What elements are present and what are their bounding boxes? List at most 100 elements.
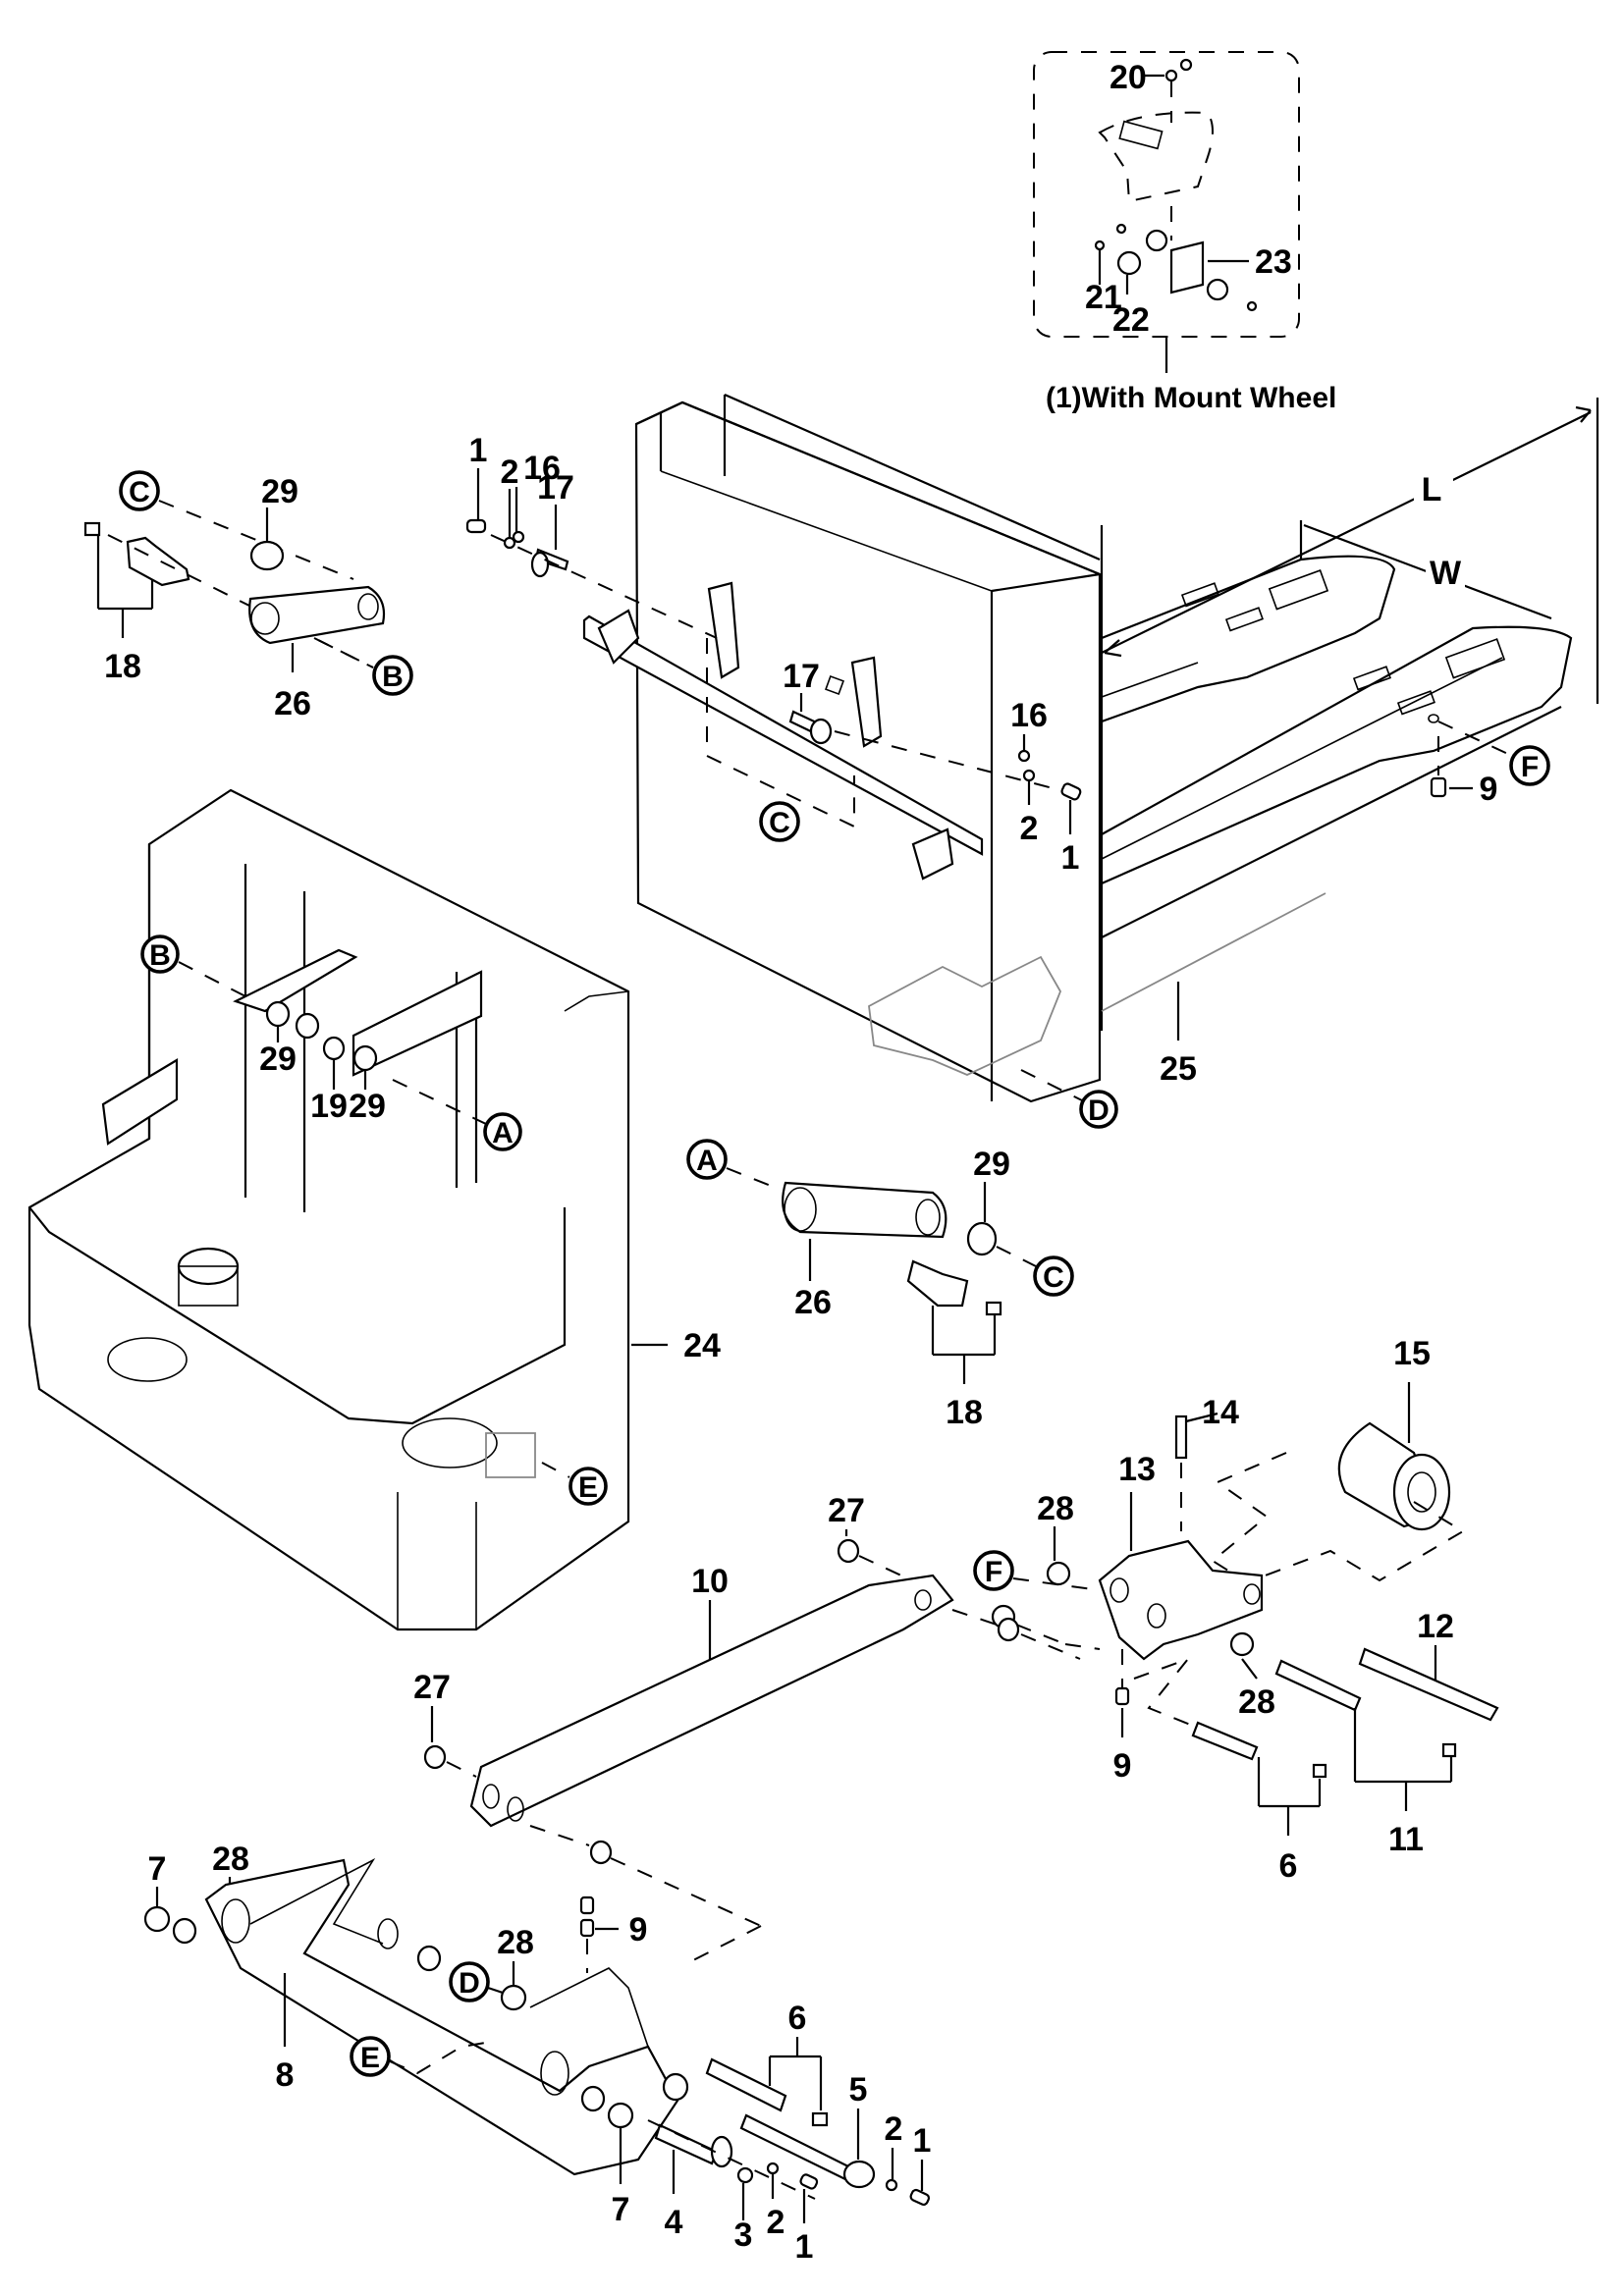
callout-9: 9 xyxy=(1480,771,1498,808)
axle-pin xyxy=(1358,1647,1499,1722)
callout-18: 18 xyxy=(104,648,141,685)
svg-text:D: D xyxy=(459,1967,480,2000)
lug-left xyxy=(707,581,740,679)
fork-left xyxy=(1101,555,1396,723)
callout-7: 7 xyxy=(148,1850,167,1888)
link-arm xyxy=(248,585,386,645)
callout-20: 20 xyxy=(1110,59,1147,96)
callout-29: 29 xyxy=(259,1041,297,1078)
svg-text:E: E xyxy=(360,2042,380,2074)
ref-circle-a xyxy=(483,1112,522,1151)
callout-2: 2 xyxy=(885,2110,903,2148)
clip-icon xyxy=(512,530,525,544)
ref-circle-d xyxy=(449,1961,490,2002)
callout-2: 2 xyxy=(501,454,519,491)
bushing-icon xyxy=(966,1221,998,1256)
callout-27: 27 xyxy=(413,1669,451,1706)
svg-text:B: B xyxy=(149,939,171,972)
bushing-icon xyxy=(249,540,285,571)
ref-circle-a xyxy=(686,1139,728,1180)
inset-caption: (1)With Mount Wheel xyxy=(1046,382,1336,414)
svg-text:D: D xyxy=(1088,1095,1110,1127)
callout-4: 4 xyxy=(665,2204,683,2241)
top-fasteners: 1 2 16 17 xyxy=(465,432,718,639)
dimension-line-l xyxy=(1101,411,1592,654)
svg-text:E: E xyxy=(578,1471,598,1504)
inset-border xyxy=(1033,51,1300,338)
left-arm-group: C 29 18 26 B xyxy=(83,470,413,722)
link-arm xyxy=(782,1181,947,1239)
bushing-icon xyxy=(352,1044,378,1072)
washer-icon xyxy=(766,2162,780,2175)
housing-body xyxy=(634,400,1102,1103)
callout-8: 8 xyxy=(276,2056,295,2094)
clevis-left xyxy=(597,609,640,665)
bushing-icon xyxy=(997,1617,1020,1642)
nut-icon xyxy=(1312,1763,1327,1779)
svg-text:C: C xyxy=(1043,1261,1064,1294)
callout-12: 12 xyxy=(1417,1608,1454,1645)
bracket-plate xyxy=(1169,240,1205,294)
pin-icon xyxy=(579,1918,595,1938)
flange-icon xyxy=(842,2160,876,2189)
clevis-right xyxy=(911,828,954,881)
callout-18: 18 xyxy=(946,1394,983,1431)
svg-text:F: F xyxy=(985,1556,1002,1588)
crossbar xyxy=(582,614,984,856)
mount-wheel-inset: 20 23 21 22 (1)With Mount Wheel xyxy=(1033,51,1336,414)
bushing-icon xyxy=(265,1000,291,1028)
callout-6: 6 xyxy=(1279,1847,1298,1885)
ref-circle-b xyxy=(372,655,413,696)
right-arm-group: A 26 29 C 18 xyxy=(686,1139,1074,1431)
bushing-icon xyxy=(500,1984,527,2011)
callout-28: 28 xyxy=(497,1924,534,1961)
bracket xyxy=(101,1058,179,1146)
callout-7: 7 xyxy=(612,2191,630,2228)
dimension-label-l: L xyxy=(1422,471,1442,508)
svg-text:F: F xyxy=(1521,751,1539,783)
bushing-icon xyxy=(662,2072,689,2102)
pin-icon xyxy=(1430,776,1447,798)
bushing-icon xyxy=(607,2102,634,2129)
mount-tab xyxy=(485,1432,536,1478)
washer-icon xyxy=(503,536,516,550)
push-rod xyxy=(469,1574,954,1828)
nut-icon xyxy=(1441,1742,1457,1758)
callout-29: 29 xyxy=(261,473,298,510)
ref-circle-c xyxy=(1033,1255,1074,1297)
callout-11: 11 xyxy=(1388,1821,1424,1858)
frame-body xyxy=(27,788,630,1631)
ref-circle-e xyxy=(350,2036,391,2077)
mid-fasteners: 17 16 2 1 xyxy=(783,658,1082,877)
callout-17: 17 xyxy=(537,469,574,507)
callout-24: 24 xyxy=(683,1327,721,1364)
mast-housing: C D xyxy=(582,393,1118,1129)
bushing-icon xyxy=(580,2085,606,2112)
push-rod-group: 27 10 27 xyxy=(413,1492,1081,1964)
callout-29: 29 xyxy=(349,1088,386,1125)
axle-pin xyxy=(1191,1721,1259,1761)
callout-10: 10 xyxy=(691,1563,729,1600)
callout-27: 27 xyxy=(828,1492,865,1529)
axle-assembly: 7 28 8 9 D 28 E 6 xyxy=(143,1841,931,2266)
svg-text:C: C xyxy=(769,807,790,839)
axle-pin xyxy=(654,2123,719,2165)
callout-23: 23 xyxy=(1255,243,1292,281)
nut-icon xyxy=(83,521,101,537)
fork-right xyxy=(1101,625,1573,885)
callout-28: 28 xyxy=(1037,1490,1074,1527)
pin-icon xyxy=(1114,1686,1130,1706)
washer-icon xyxy=(885,2178,898,2192)
cover-outline xyxy=(1098,111,1214,203)
screw-icon xyxy=(736,2166,754,2184)
screw-icon xyxy=(1179,58,1193,72)
ref-circle-b xyxy=(140,934,180,974)
callout-14: 14 xyxy=(1202,1394,1239,1431)
dimension-label-w: W xyxy=(1430,555,1462,592)
callout-29: 29 xyxy=(973,1146,1010,1183)
callout-1: 1 xyxy=(795,2228,814,2266)
bushing-icon xyxy=(1229,1631,1255,1657)
pin-icon xyxy=(579,1896,595,1915)
callout-1: 1 xyxy=(1061,839,1080,877)
